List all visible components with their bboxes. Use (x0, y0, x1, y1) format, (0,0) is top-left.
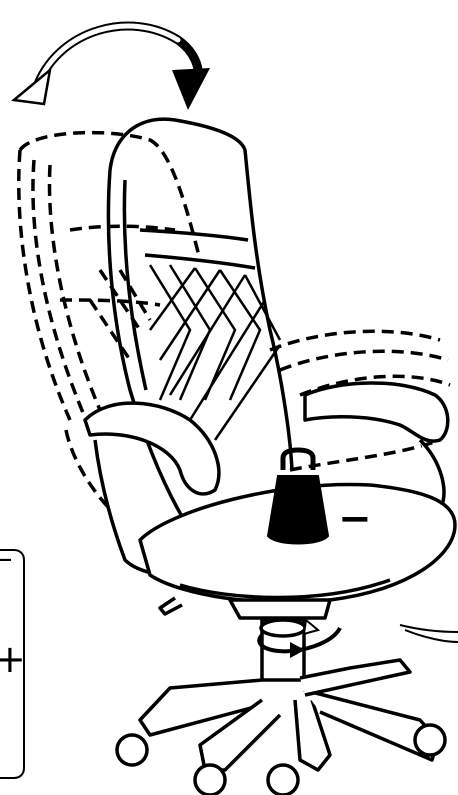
partial-line-fragment (400, 625, 458, 642)
tension-adjust-panel: − + (0, 545, 26, 778)
tilt-arrow-icon (14, 26, 210, 110)
chair-base (117, 598, 445, 795)
weight-minus-sign: − (338, 496, 372, 542)
panel-plus-sign: + (0, 637, 26, 681)
panel-minus-sign: − (0, 545, 14, 575)
